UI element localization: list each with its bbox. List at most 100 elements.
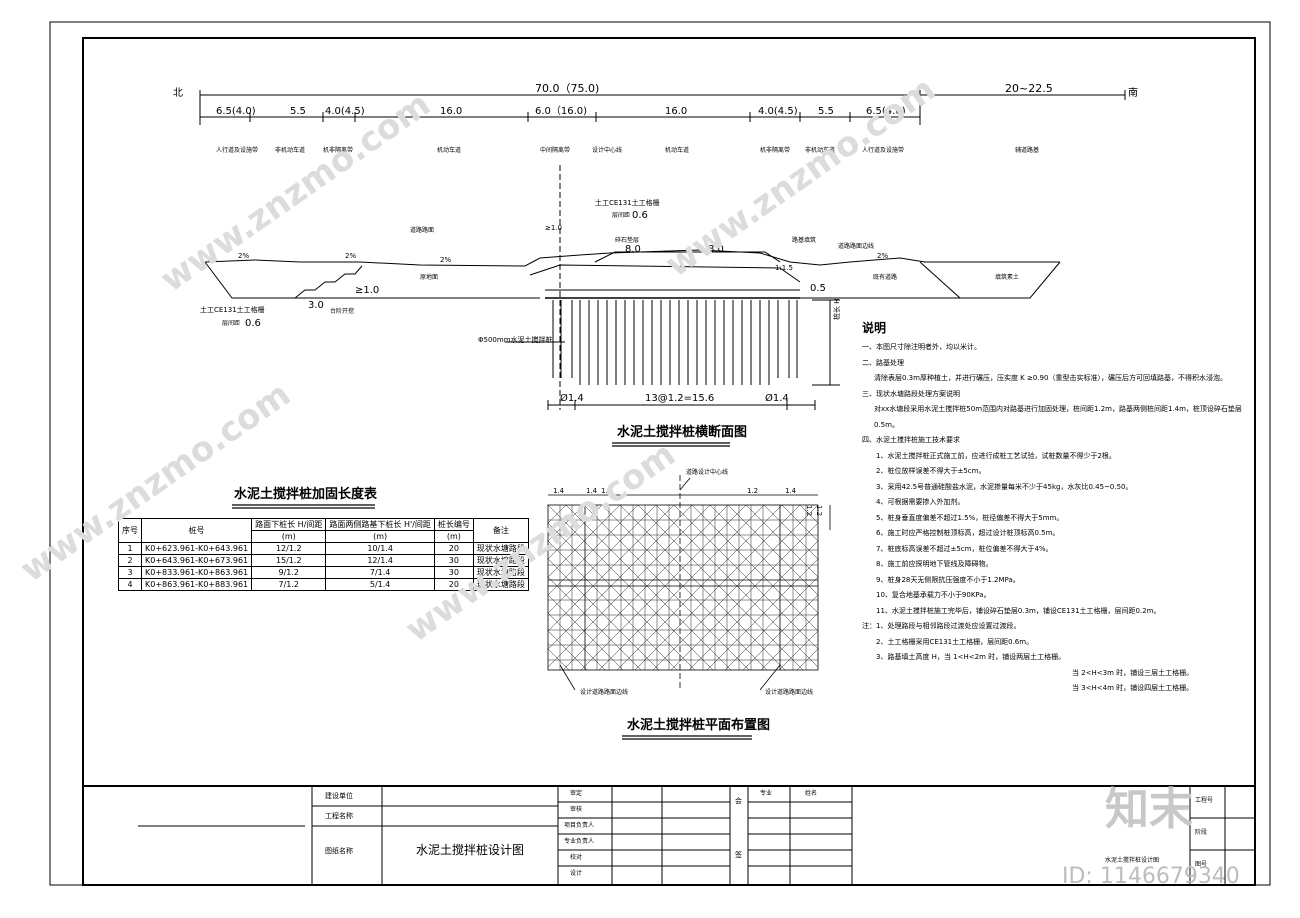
note-line: 6、施工时应严格控制桩顶标高，超过设计桩顶标高0.5m。	[876, 529, 1060, 537]
cell-h: 9/1.2	[251, 566, 327, 579]
plan-dim-5: 1.4	[785, 487, 797, 495]
slope-mid: 2%	[345, 252, 357, 260]
cell-h: 15/1.2	[251, 554, 327, 567]
cell-station: K0+643.961-K0+673.961	[140, 554, 253, 567]
plan-dim-7: 1.2	[815, 505, 823, 517]
cross-section-title: 水泥土搅拌桩横断面图	[617, 425, 748, 440]
zone-7: 机动车道	[665, 147, 690, 154]
geogrid-left: 土工CE131土工格栅	[200, 306, 265, 314]
tb-sign-4: 专业负责人	[564, 838, 595, 845]
note-line: 2、土工格栅采用CE131土工格栅，层间距0.6m。	[876, 637, 1034, 646]
note-soil: 填筑素土	[995, 274, 1020, 281]
plan-leaders	[559, 477, 781, 691]
slope-right: 2%	[877, 252, 889, 260]
plan-dim-3: 1.2	[601, 487, 613, 495]
tb-sign-5: 校对	[570, 854, 583, 861]
note-original: 原地面	[420, 274, 439, 281]
note-line: 8、施工前应探明地下管线及障碍物。	[876, 560, 993, 568]
cell-h2: 12/1.4	[325, 554, 435, 567]
note-line: 3、路基填土高度 H，当 1<H<2m 时，铺设两层土工格栅。	[876, 653, 1066, 661]
dim-bottom-mid: 13@1.2=15.6	[645, 393, 715, 404]
plan-edge-left: 设计道路路面边线	[580, 689, 629, 696]
pile-label: Φ500mm水泥土搅拌桩	[478, 336, 553, 344]
zone-5: 中间隔离带	[540, 147, 571, 154]
plan-dim-1: 1.4	[553, 487, 565, 495]
note-line: 一、本图尺寸除注明者外，均以米计。	[862, 343, 981, 351]
segment-2: 5.5	[290, 106, 306, 117]
notes-list: 一、本图尺寸除注明者外，均以米计。 二、路基处理 清除表层0.3m厚种植土，并进…	[862, 340, 1252, 697]
note-line: 3、采用42.5号普通硅酸盐水泥，水泥掺量每米不少于45kg，水灰比0.45~0…	[876, 482, 1133, 491]
cell-station: K0+863.961-K0+883.961	[140, 578, 253, 591]
pile-group	[552, 300, 798, 385]
pile-depth: 桩长 H	[833, 298, 841, 321]
zone-11: 辅道路基	[1015, 147, 1040, 154]
width-right: 8.0	[708, 244, 724, 255]
cell-h2: 5/1.4	[325, 578, 435, 591]
note-line: 1、水泥土搅拌桩正式施工前，应进行成桩工艺试验，试桩数量不得少于2根。	[876, 451, 1116, 460]
tb-footer-note: 水泥土搅拌桩设计图	[1105, 857, 1160, 864]
south-label: 南	[1128, 88, 1138, 99]
length-table-title: 水泥土搅拌桩加固长度表	[234, 487, 378, 502]
tb-hui: 会	[735, 797, 742, 805]
plan-centerline: 道路设计中心线	[686, 469, 729, 476]
dim-bottom-left: Ø1.4	[560, 393, 584, 404]
plan-dim-4: 1.2	[747, 487, 759, 495]
plan-dim-6: 1.2	[805, 505, 813, 517]
title-underlines	[232, 442, 752, 740]
zone-8: 机非隔离带	[760, 147, 791, 154]
north-label: 北	[173, 88, 183, 99]
th-station: 桩号	[140, 518, 253, 543]
cell-seq: 1	[118, 542, 142, 555]
dim-h3: 1:1.5	[775, 264, 793, 272]
unit-3: (m)	[433, 530, 474, 543]
cell-station: K0+623.961-K0+643.961	[140, 542, 253, 555]
cell-h2: 10/1.4	[325, 542, 435, 555]
segment-4: 16.0	[440, 106, 463, 117]
note-line: 三、现状水塘路段处理方案说明	[862, 389, 960, 398]
dim-ge: ≥1.0	[355, 285, 380, 296]
dim-h2: 0.5	[810, 283, 826, 294]
th-length-h: 路面下桩长 H/间距	[251, 518, 327, 531]
cell-code: 20	[433, 542, 474, 555]
cell-remark: 现状水塘路段	[472, 554, 529, 567]
note-line: 9、桩身28天无侧限抗压强度不小于1.2MPa。	[876, 575, 1020, 584]
tb-project-label: 工程名称	[325, 812, 353, 820]
slope-road: 2%	[440, 256, 452, 264]
zone-9: 非机动车道	[805, 147, 836, 154]
note-line: 2、桩位放样误差不得大于±5cm。	[876, 467, 986, 475]
unit-1: (m)	[251, 530, 327, 543]
note-fill: 路基填筑	[792, 237, 817, 244]
geogrid-top-label: 层间距	[612, 212, 631, 219]
plan-dim-2: 1.4	[586, 487, 598, 495]
zone-2: 非机动车道	[275, 147, 306, 154]
zone-3: 机非隔离带	[323, 147, 354, 154]
dim-bottom-right: Ø1.4	[765, 393, 789, 404]
note-road: 道路路面	[410, 227, 435, 234]
side-width: 20~22.5	[1005, 82, 1053, 95]
th-code: 桩长编号	[433, 518, 474, 531]
note-line: 注：1、处理路段与相邻路段过渡处应设置过渡段。	[862, 622, 1021, 630]
tb-right-1: 工程号	[1195, 797, 1214, 804]
total-width: 70.0（75.0)	[535, 82, 600, 95]
table-row: 2 K0+643.961-K0+673.961 15/1.2 12/1.4 30…	[118, 554, 529, 567]
geogrid-top-spacing: 0.6	[632, 210, 648, 221]
cell-h2: 7/1.4	[325, 566, 435, 579]
tb-drawing-label: 图纸名称	[325, 847, 353, 855]
note-line: 当 3<H<4m 时，铺设四层土工格栅。	[1072, 684, 1194, 692]
tb-prof: 专业	[760, 790, 773, 797]
note-step: 台阶开挖	[330, 308, 355, 315]
segment-7: 4.0(4.5)	[758, 106, 798, 117]
tb-qian: 签	[735, 851, 742, 859]
cell-code: 30	[433, 554, 474, 567]
th-length-h2: 路面两侧路基下桩长 H'/间距	[325, 518, 435, 531]
table-row: 4 K0+863.961-K0+883.961 7/1.2 5/1.4 20 现…	[118, 578, 529, 591]
note-line: 四、水泥土搅拌桩施工技术要求	[862, 436, 960, 444]
width-left: 8.0	[625, 244, 641, 255]
note-line: 当 2<H<3m 时，铺设三层土工格栅。	[1072, 668, 1194, 677]
tb-sign-1: 审定	[570, 790, 583, 797]
note-line: 11、水泥土搅拌桩施工完毕后，铺设碎石垫层0.3m，铺设CE131土工格栅，层间…	[876, 606, 1161, 615]
slope-left: 2%	[238, 252, 250, 260]
note-line: 10、复合地基承载力不小于90KPa。	[876, 591, 991, 599]
note-existing: 既有道路	[873, 274, 898, 281]
zone-1: 人行道及设施带	[216, 147, 259, 154]
